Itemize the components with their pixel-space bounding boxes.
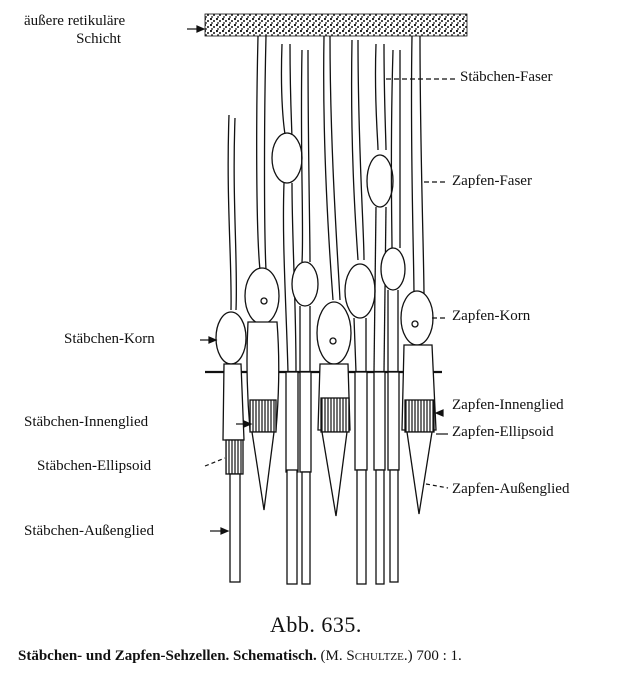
label-outer-reticular: äußere retikuläre Schicht xyxy=(24,12,125,48)
rod-inner-segment xyxy=(222,363,245,441)
rod-fiber xyxy=(233,117,238,311)
cone-fiber xyxy=(256,35,261,271)
cone-fiber xyxy=(263,35,267,271)
outer-reticular-layer xyxy=(204,13,468,37)
figure-number: Abb. 635. xyxy=(270,612,362,637)
rod-nucleus xyxy=(215,311,247,365)
leader-lines xyxy=(187,25,455,535)
rod-fiber xyxy=(227,114,232,311)
cell-group xyxy=(215,35,437,585)
cone-nucleus xyxy=(271,132,303,184)
rod-nucleus xyxy=(380,247,406,291)
label-cone-ellipsoid: Zapfen-Ellipsoid xyxy=(452,424,554,440)
figure-caption: Stäbchen- und Zapfen-Sehzellen. Schemati… xyxy=(18,648,462,665)
label-cone-inner: Zapfen-Innenglied xyxy=(452,397,564,413)
cone-outer-segment xyxy=(406,431,433,515)
caption-magnification: 700 : 1. xyxy=(416,648,462,664)
rod-inner-segment xyxy=(285,371,299,473)
cone-ellipsoid xyxy=(404,399,435,433)
label-rod-ellipsoid: Stäbchen-Ellipsoid xyxy=(37,458,152,474)
rod-outer-segment xyxy=(229,473,241,583)
cone-nucleus xyxy=(316,301,352,365)
rod-ellipsoid xyxy=(225,439,244,475)
label-rod-outer: Stäbchen-Außenglied xyxy=(24,523,154,539)
label-outer-reticular-line2: Schicht xyxy=(76,31,122,47)
cone-outer-segment xyxy=(251,431,275,511)
label-rod-fiber: Stäbchen-Faser xyxy=(460,69,553,85)
caption-author-close: .) xyxy=(403,648,413,664)
label-outer-reticular-line1: äußere retikuläre xyxy=(24,13,126,29)
label-cone-outer: Zapfen-Außenglied xyxy=(452,481,570,497)
cone-ellipsoid xyxy=(249,399,277,433)
label-rod-nucleus: Stäbchen-Korn xyxy=(64,331,155,347)
rod-nucleus xyxy=(344,263,376,319)
caption-author-open: (M. xyxy=(320,648,347,664)
caption-author: Schultze xyxy=(346,648,404,664)
label-cone-nucleus: Zapfen-Korn xyxy=(452,308,531,324)
label-cone-fiber: Zapfen-Faser xyxy=(452,173,532,189)
cone-nucleus xyxy=(400,290,434,346)
rod-nucleus xyxy=(291,261,319,307)
cone-nucleus xyxy=(244,267,280,325)
caption-title: Stäbchen- und Zapfen-Sehzellen. Schemati… xyxy=(18,648,317,664)
label-rod-inner: Stäbchen-Innenglied xyxy=(24,414,149,430)
cone-nucleus xyxy=(366,154,394,208)
